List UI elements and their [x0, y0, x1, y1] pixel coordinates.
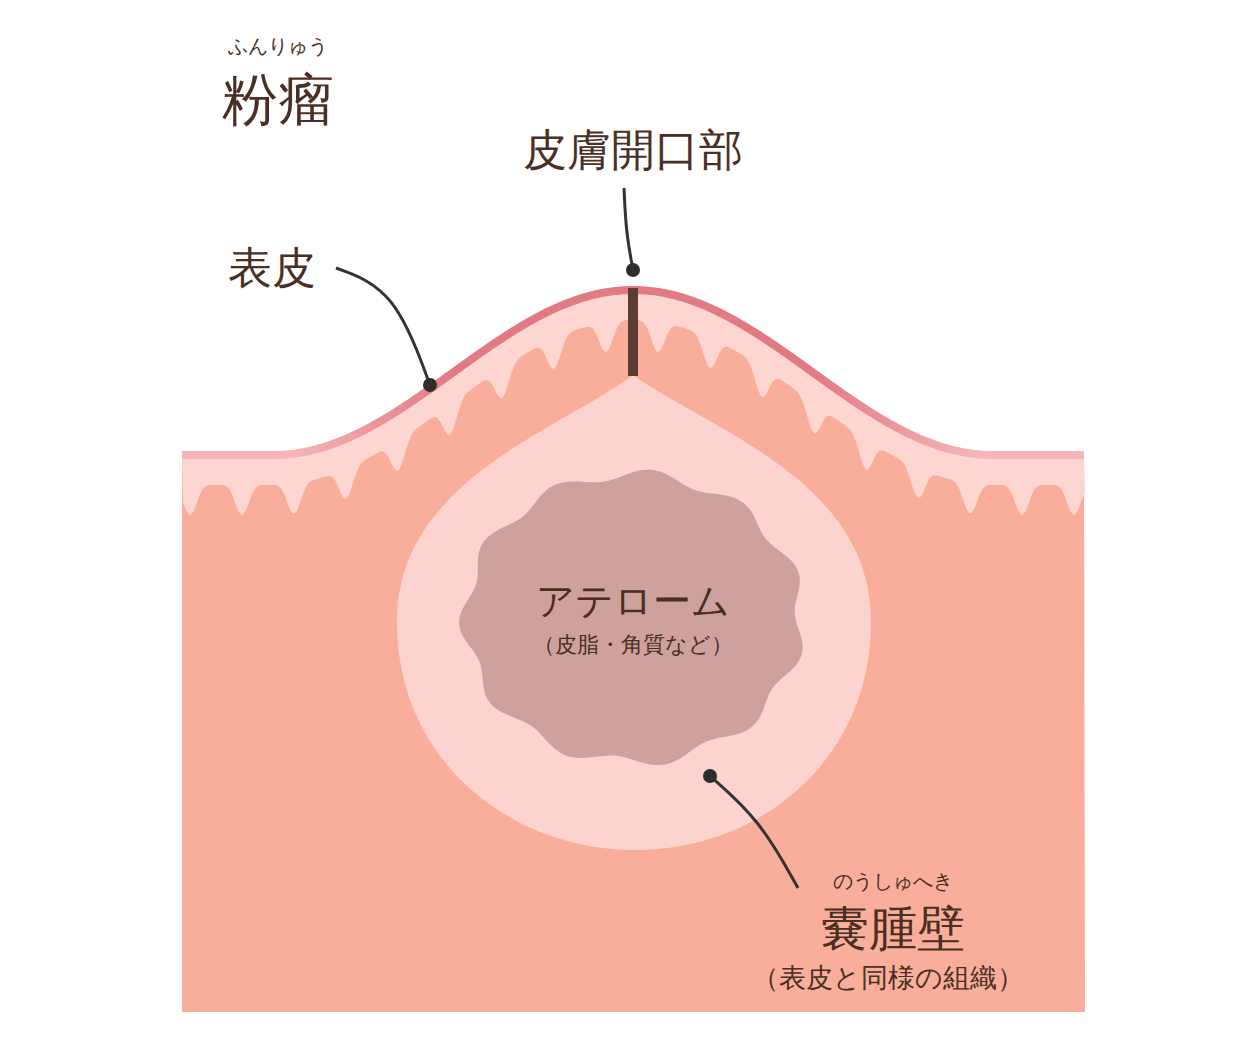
title: 粉瘤 [222, 69, 334, 131]
leader-line [710, 776, 798, 888]
node-label: アテローム [536, 578, 730, 626]
cyst-wall [397, 375, 871, 850]
dermis [182, 290, 1085, 1012]
leader-dot [423, 378, 437, 392]
part-label: 表皮 [228, 244, 316, 292]
part-label: 嚢腫壁 [821, 902, 965, 955]
leader-dot [703, 769, 717, 783]
leader-dot [626, 263, 640, 277]
node-note: （皮脂・角質など） [533, 631, 733, 659]
part-label: 皮膚開口部 [523, 126, 743, 174]
atheroma-blob [459, 470, 803, 765]
atheroma-mass: アテローム （皮脂・角質など） [443, 453, 823, 783]
ruby: のうしゅへき [833, 870, 953, 892]
skin-opening [628, 288, 638, 376]
ruby: ふんりゅう [228, 35, 328, 57]
leader-line [336, 268, 430, 385]
part-note: （表皮と同様の組織） [752, 963, 1024, 993]
leader-line [624, 188, 633, 270]
